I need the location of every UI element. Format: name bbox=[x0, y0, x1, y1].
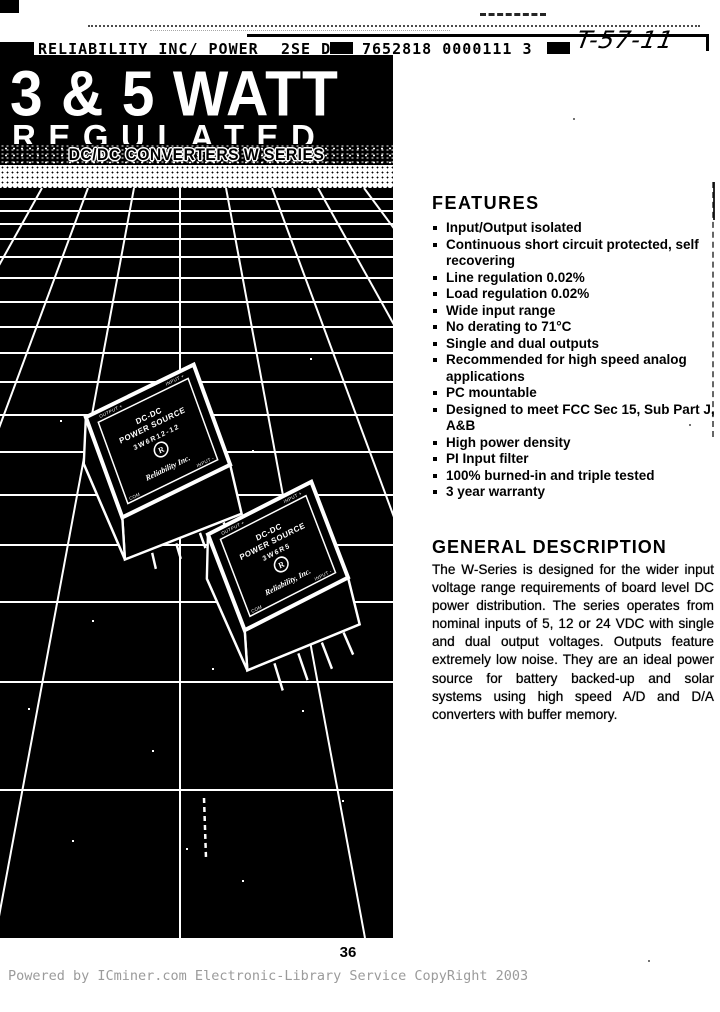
scan-edge-noise bbox=[712, 182, 714, 437]
feature-item: Input/Output isolated bbox=[432, 220, 717, 237]
converter-module-2: DC-DC POWER SOURCE 3W6R5 R Reliability, … bbox=[205, 479, 362, 691]
banner-noise-top bbox=[0, 144, 393, 165]
header-rule bbox=[247, 34, 709, 37]
description-heading: GENERAL DESCRIPTION bbox=[432, 536, 667, 557]
product-title: 3 & 5 WATT bbox=[10, 58, 339, 131]
scan-speck bbox=[648, 960, 650, 962]
feature-item: PI Input filter bbox=[432, 451, 717, 468]
scan-noise-dashes bbox=[480, 13, 546, 16]
module-pins bbox=[273, 631, 355, 691]
company-name: RELIABILITY INC/ POWER bbox=[38, 40, 259, 58]
watermark: Powered by ICminer.com Electronic-Librar… bbox=[8, 968, 529, 984]
barcode-block bbox=[330, 42, 353, 54]
converter-module-1: DC-DC POWER SOURCE 3W6R12-12 R Reliabili… bbox=[82, 361, 244, 570]
feature-item: PC mountable bbox=[432, 385, 717, 402]
brand-logo-letter: R bbox=[277, 559, 286, 570]
scan-speck bbox=[573, 118, 575, 120]
scan-noise-line bbox=[88, 25, 700, 27]
feature-item: Line regulation 0.02% bbox=[432, 270, 717, 287]
header-rule-tick bbox=[706, 34, 709, 51]
feature-item: Designed to meet FCC Sec 15, Sub Part J,… bbox=[432, 402, 717, 435]
feature-item: Single and dual outputs bbox=[432, 336, 717, 353]
brand-logo-circle bbox=[273, 556, 289, 573]
scan-corner-mark bbox=[0, 0, 19, 13]
feature-item: High power density bbox=[432, 435, 717, 452]
feature-item: 3 year warranty bbox=[432, 484, 717, 501]
module-label-com: COM bbox=[128, 491, 140, 501]
feature-item: Wide input range bbox=[432, 303, 717, 320]
handwritten-code: T-57-11 bbox=[574, 26, 677, 54]
perspective-grid-graphic: DC-DC POWER SOURCE 3W6R12-12 R Reliabili… bbox=[0, 188, 393, 938]
feature-item: No derating to 71°C bbox=[432, 319, 717, 336]
pin-artifact bbox=[202, 797, 208, 859]
features-heading: FEATURES bbox=[432, 192, 540, 213]
brand-logo-circle bbox=[153, 441, 169, 458]
module-label-com: COM bbox=[251, 604, 263, 614]
scan-edge-noise bbox=[713, 182, 715, 220]
description-body: The W-Series is designed for the wider i… bbox=[432, 562, 714, 722]
series-banner: DC/DC CONVERTERS W SERIES bbox=[0, 144, 393, 188]
feature-item: Load regulation 0.02% bbox=[432, 286, 717, 303]
scan-noise-line bbox=[150, 30, 450, 31]
doc-code: 2SE D bbox=[281, 40, 332, 58]
barcode-block bbox=[547, 42, 570, 54]
brand-logo-letter: R bbox=[157, 444, 165, 455]
banner-noise-bottom bbox=[0, 165, 393, 188]
scan-speck bbox=[641, 247, 643, 249]
series-banner-text: DC/DC CONVERTERS W SERIES bbox=[68, 146, 325, 164]
hero-panel: 3 & 5 WATT REGULATED DC/DC CONVERTERS W … bbox=[0, 55, 393, 938]
hero-panel-notch bbox=[0, 42, 34, 58]
scan-speck bbox=[689, 424, 691, 426]
feature-item: Recommended for high speed analog applic… bbox=[432, 352, 717, 385]
feature-item: 100% burned-in and triple tested bbox=[432, 468, 717, 485]
feature-item: Continuous short circuit protected, self… bbox=[432, 237, 717, 270]
page-number: 36 bbox=[339, 944, 357, 961]
doc-number: 7652818 0000111 3 bbox=[362, 40, 533, 58]
